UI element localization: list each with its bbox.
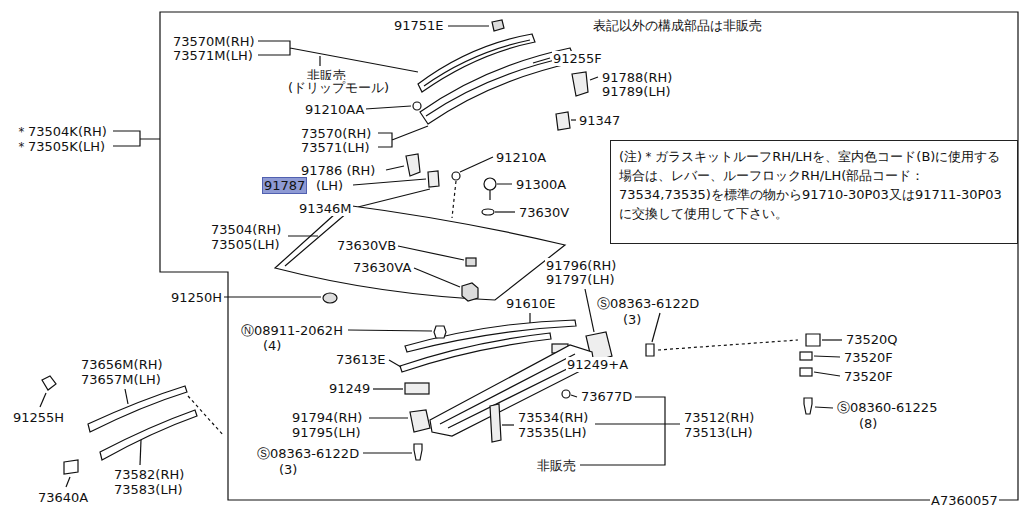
part-number: 73520F [843,350,894,365]
part-number: 91300A [515,177,567,192]
part-number: 73582(RH) [113,467,185,482]
quantity: (8) [858,416,878,431]
drawing-number: A7360057 [930,493,999,508]
part-number: 73570(RH) [300,126,372,141]
part-number: 73504(RH) [210,222,282,237]
part-number: 73571M(LH) [172,48,254,63]
part-number: 91610E [505,296,557,311]
part-number: 91797(LH) [545,272,616,287]
part-number: 73630V [518,205,570,220]
note-text: (ドリップモール) [287,80,390,95]
quantity: (3) [622,312,642,327]
part-number: 73520F [843,369,894,384]
part-number: (LH) [315,178,344,193]
part-number: 73613E [335,352,387,367]
part-number: 73630VA [352,260,412,275]
part-number: 91249+A [566,357,629,372]
part-number: 73535(LH) [517,425,588,440]
note-text: (注)＊ガラスキットルーフRH/LHを、室内色コード(B)に使用する場合は、レバ… [619,147,1009,223]
part-number: 91210AA [304,102,366,117]
part-number: 73677D [580,389,633,404]
part-number: 91250H [170,290,223,305]
part-number: 73505(LH) [210,237,281,252]
part-number: 91210A [495,150,547,165]
part-number: Ⓢ08360-61225 [836,400,938,415]
highlighted-part-number: 91787 [263,178,306,193]
part-number: 91795(LH) [291,425,362,440]
part-number: 91255H [12,410,65,425]
part-number: 91789(LH) [601,84,672,99]
part-number: 91347 [578,113,621,128]
note-text: 表記以外の構成部品は非販売 [592,18,763,33]
part-number: 91796(RH) [545,258,617,273]
part-number: 73520Q [845,332,899,347]
part-number: 73630VB [336,238,397,253]
part-number: 73512(RH) [683,410,755,425]
part-number: 73656M(RH) [80,357,164,372]
part-number: 73513(LH) [683,425,754,440]
part-number: 91788(RH) [601,70,673,85]
part-number: 73657M(LH) [80,372,162,387]
part-number: 73534(RH) [517,410,589,425]
part-number: ＊73504K(RH) [14,124,108,139]
note-box: (注)＊ガラスキットルーフRH/LHを、室内色コード(B)に使用する場合は、レバ… [610,140,1018,244]
note-text: 非販売 [536,458,577,473]
part-number: Ⓢ08363-6122D [596,296,700,311]
part-number: 91786 (RH) [300,163,376,178]
part-number: 91255F [552,51,603,66]
part-number: 91794(RH) [291,410,363,425]
part-number: 91751E [393,18,445,33]
part-number: 91249 [328,381,371,396]
part-number: ＊73505K(LH) [14,139,106,154]
part-number: 73570M(RH) [172,34,256,49]
part-number: Ⓢ08363-6122D [256,446,360,461]
quantity: (3) [278,462,298,477]
part-number: 73571(LH) [300,140,371,155]
quantity: (4) [262,338,282,353]
part-number: Ⓝ08911-2062H [240,323,344,338]
part-number: 73640A [37,490,89,505]
part-number: 73583(LH) [113,482,184,497]
part-number: 91346M [298,201,353,216]
